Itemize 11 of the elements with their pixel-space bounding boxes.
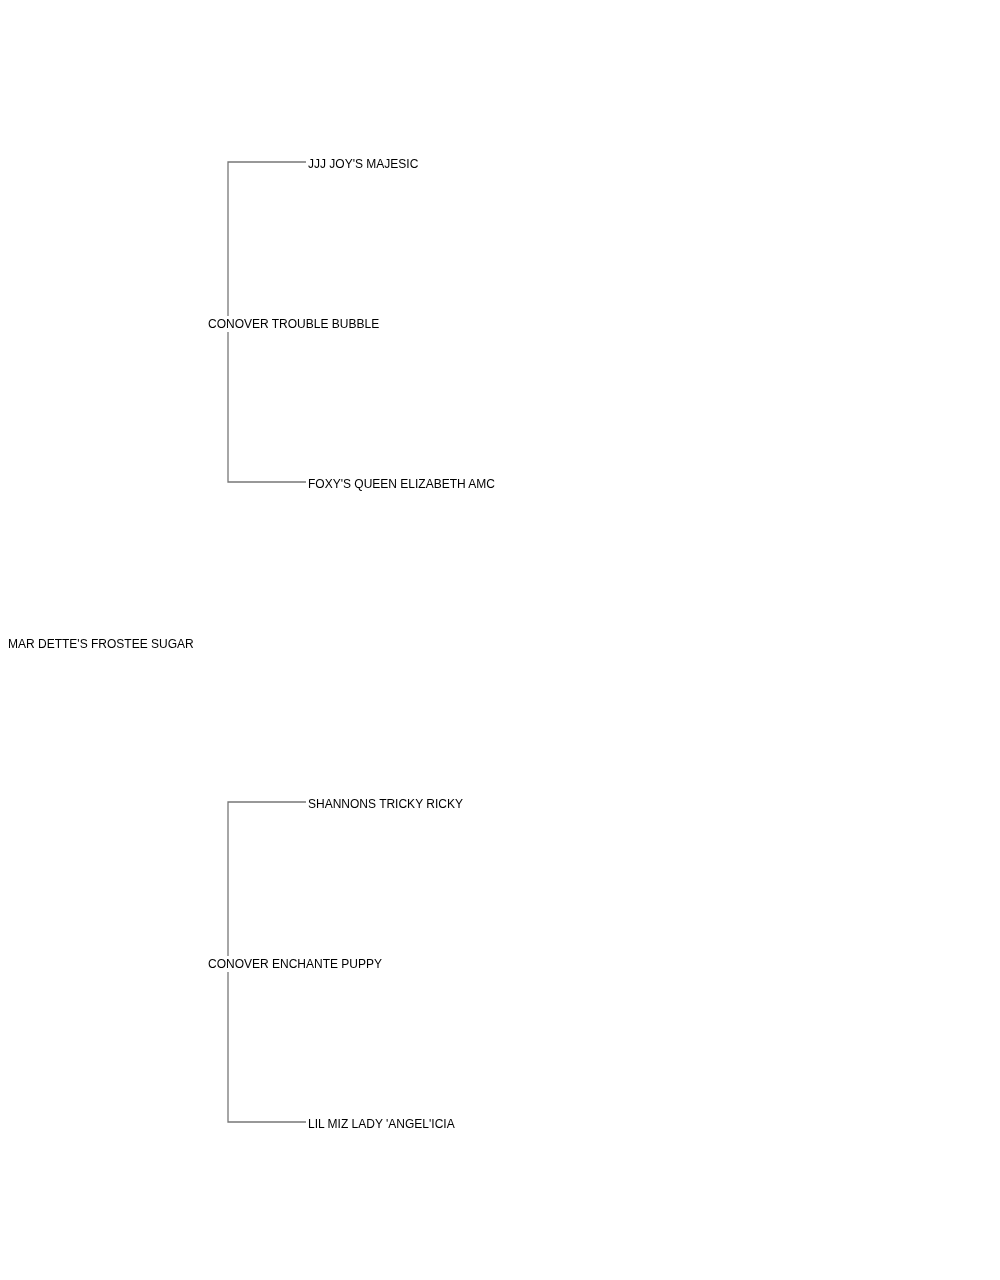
- pedigree-name: FOXY'S QUEEN ELIZABETH AMC: [308, 476, 495, 492]
- pedigree-line: [227, 331, 307, 483]
- pedigree-name: SHANNONS TRICKY RICKY: [308, 796, 463, 812]
- pedigree-line: [227, 161, 307, 317]
- pedigree-name: LIL MIZ LADY 'ANGEL'ICIA: [308, 1116, 455, 1132]
- pedigree-name: MAR DETTE'S FROSTEE SUGAR: [8, 636, 194, 652]
- pedigree-name: CONOVER TROUBLE BUBBLE: [208, 316, 380, 332]
- pedigree-line: [227, 801, 307, 957]
- pedigree-name: CONOVER ENCHANTE PUPPY: [208, 956, 383, 972]
- pedigree-name: JJJ JOY'S MAJESIC: [308, 156, 419, 172]
- pedigree-line: [227, 971, 307, 1123]
